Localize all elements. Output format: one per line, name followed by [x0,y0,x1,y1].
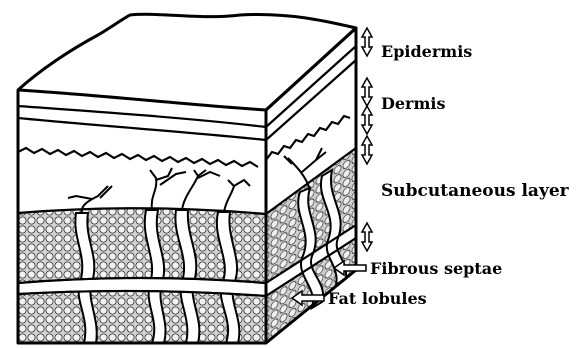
fat-lobules-label: Fat lobules [328,291,427,307]
subcutaneous-layer-label: Subcutaneous layer [381,183,569,200]
dermis-arrow-bottom [362,106,372,134]
subcutaneous-arrow-top [362,136,372,164]
front-blood-vessels [68,168,250,213]
epidermis-label: Epidermis [381,44,472,60]
dermis-arrow-top [362,78,372,106]
fibrous-septae-label: Fibrous septae [370,261,502,277]
epidermis-arrow [362,28,372,56]
subcutaneous-arrow-bottom [362,223,372,251]
dermis-label: Dermis [381,96,446,112]
